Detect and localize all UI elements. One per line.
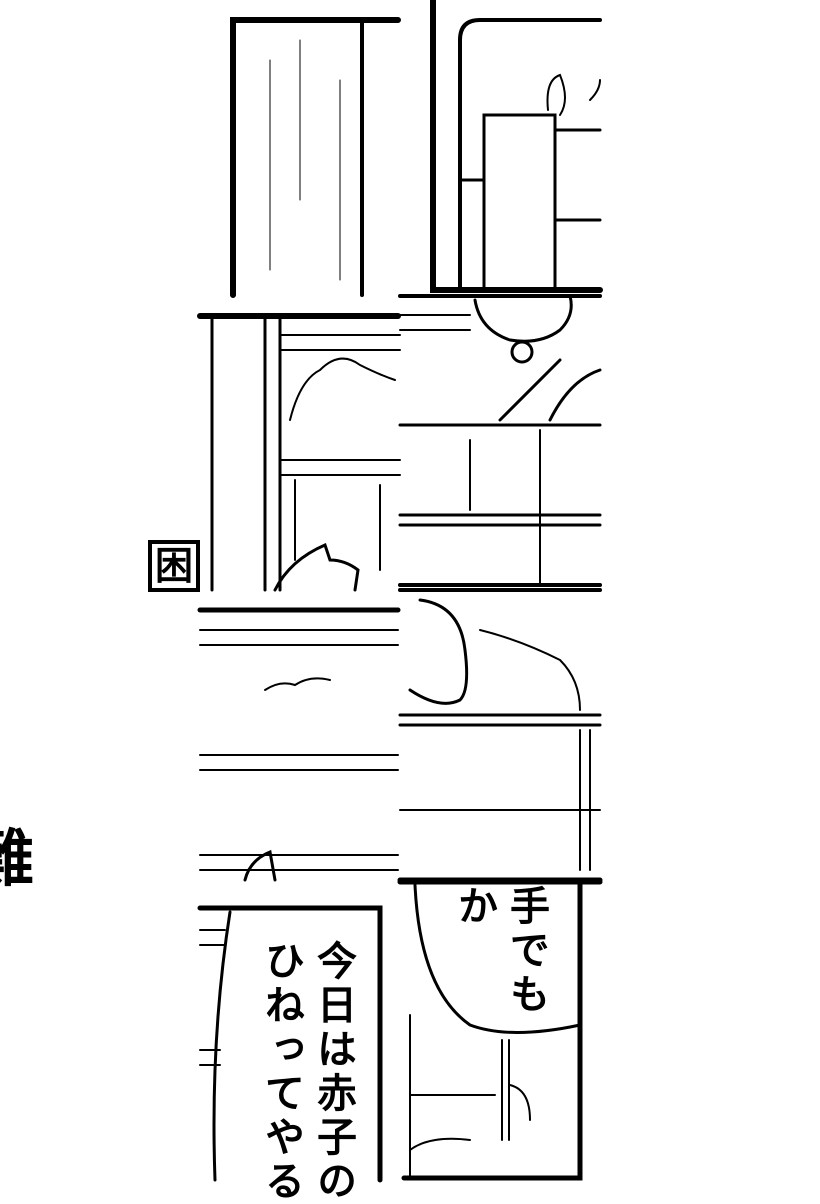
caption-line-2: ひねってやる — [258, 940, 304, 1204]
panel-tile-bubble — [397, 879, 603, 1181]
panel-tile-cat-hedge — [397, 588, 603, 883]
speech-line-2: か — [451, 885, 497, 929]
panel-tile-door — [230, 17, 401, 298]
side-title-char-cut: 難 — [0, 822, 35, 895]
caption-text: 今日は赤子の ひねってやる — [255, 940, 359, 1204]
speech-bubble-text: 手でも か — [448, 885, 552, 1017]
caption-line-1: 今日は赤子の — [310, 940, 356, 1204]
side-title-char-boxed: 困 — [148, 540, 200, 592]
panel-tile-caption — [197, 905, 383, 1183]
panel-tile-cat-peek — [398, 294, 602, 587]
panel-tile-window — [430, 0, 603, 293]
panel-tile-hedge-mid — [197, 607, 401, 882]
speech-line-1: 手でも — [503, 885, 549, 1017]
panel-tile-hedge-left — [197, 313, 401, 592]
